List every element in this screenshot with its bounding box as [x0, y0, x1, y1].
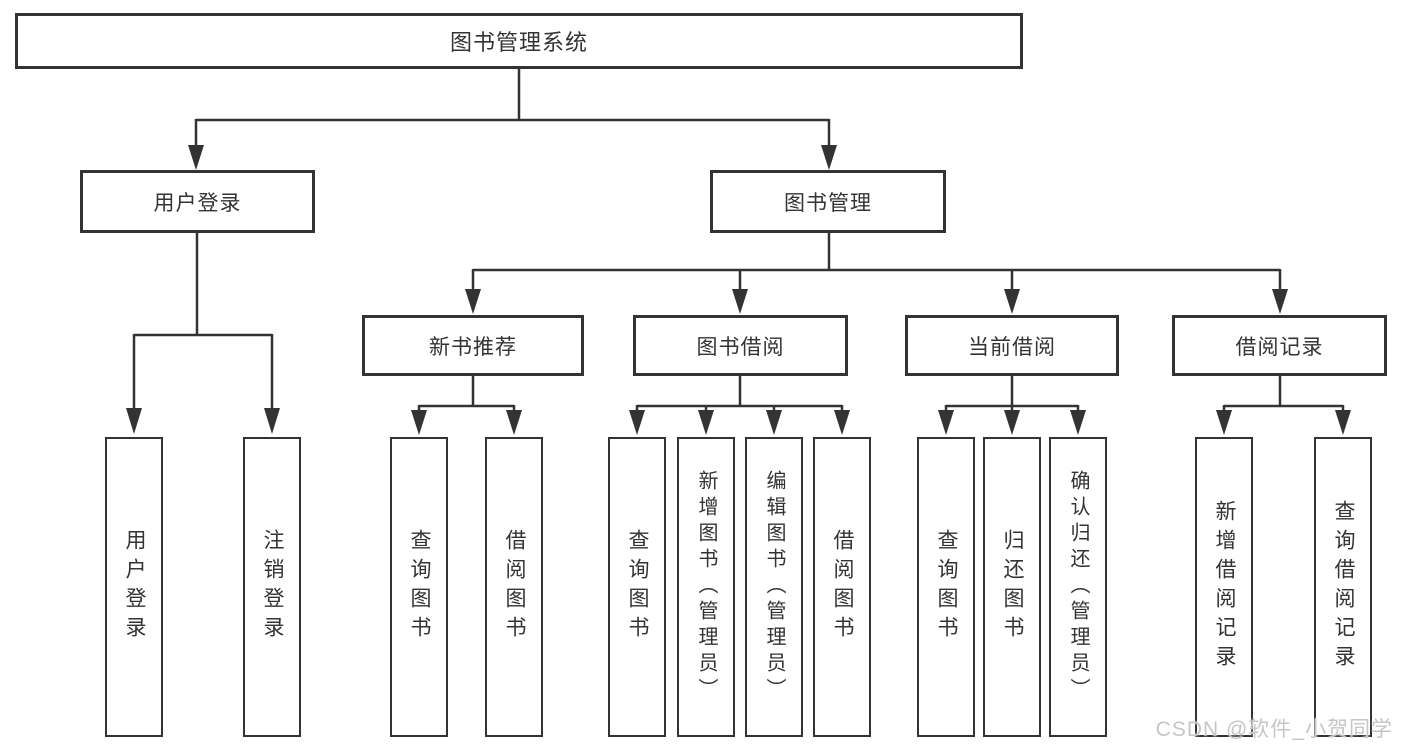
connector-lines: [132, 69, 1345, 413]
arrow-down-icon: [126, 408, 142, 434]
leaf-query-borrow-record: 查询借阅记录: [1314, 437, 1372, 737]
arrow-down-icon: [1272, 289, 1288, 314]
arrow-down-icon: [264, 408, 280, 434]
arrow-down-icon: [188, 145, 204, 170]
arrow-down-icon: [465, 289, 481, 314]
arrow-down-icon: [698, 410, 714, 435]
leaf-borrow-book-2: 借阅图书: [813, 437, 871, 737]
leaf-add-borrow-record: 新增借阅记录: [1195, 437, 1253, 737]
arrowhead-group: [126, 145, 1351, 435]
arrow-down-icon: [1335, 410, 1351, 435]
leaf-add-book-admin: 新增图书（管理员）: [677, 437, 735, 737]
leaf-user-login: 用户登录: [105, 437, 163, 737]
node-borrow-records: 借阅记录: [1172, 315, 1387, 376]
arrow-down-icon: [1216, 410, 1232, 435]
arrow-down-icon: [766, 410, 782, 435]
arrow-down-icon: [834, 410, 850, 435]
leaf-query-book-1: 查询图书: [390, 437, 448, 737]
node-user-login-branch: 用户登录: [80, 170, 315, 233]
leaf-confirm-return-admin: 确认归还（管理员）: [1049, 437, 1107, 737]
leaf-borrow-book-1: 借阅图书: [485, 437, 543, 737]
arrow-down-icon: [1070, 410, 1086, 435]
leaf-query-book-3: 查询图书: [917, 437, 975, 737]
node-book-borrowing: 图书借阅: [633, 315, 848, 376]
arrow-down-icon: [821, 145, 837, 170]
arrow-down-icon: [506, 410, 522, 435]
node-book-management: 图书管理: [710, 170, 946, 233]
node-current-borrowing: 当前借阅: [905, 315, 1119, 376]
arrow-down-icon: [1004, 289, 1020, 314]
node-library-system: 图书管理系统: [15, 13, 1023, 69]
leaf-logout: 注销登录: [243, 437, 301, 737]
csdn-watermark: CSDN @软件_小贺同学: [1155, 718, 1393, 741]
arrow-down-icon: [411, 410, 427, 435]
arrow-down-icon: [1004, 410, 1020, 435]
leaf-return-book: 归还图书: [983, 437, 1041, 737]
leaf-edit-book-admin: 编辑图书（管理员）: [745, 437, 803, 737]
arrow-down-icon: [938, 410, 954, 435]
node-new-book-recommend: 新书推荐: [362, 315, 584, 376]
leaf-query-book-2: 查询图书: [608, 437, 666, 737]
arrow-down-icon: [629, 410, 645, 435]
arrow-down-icon: [732, 289, 748, 314]
